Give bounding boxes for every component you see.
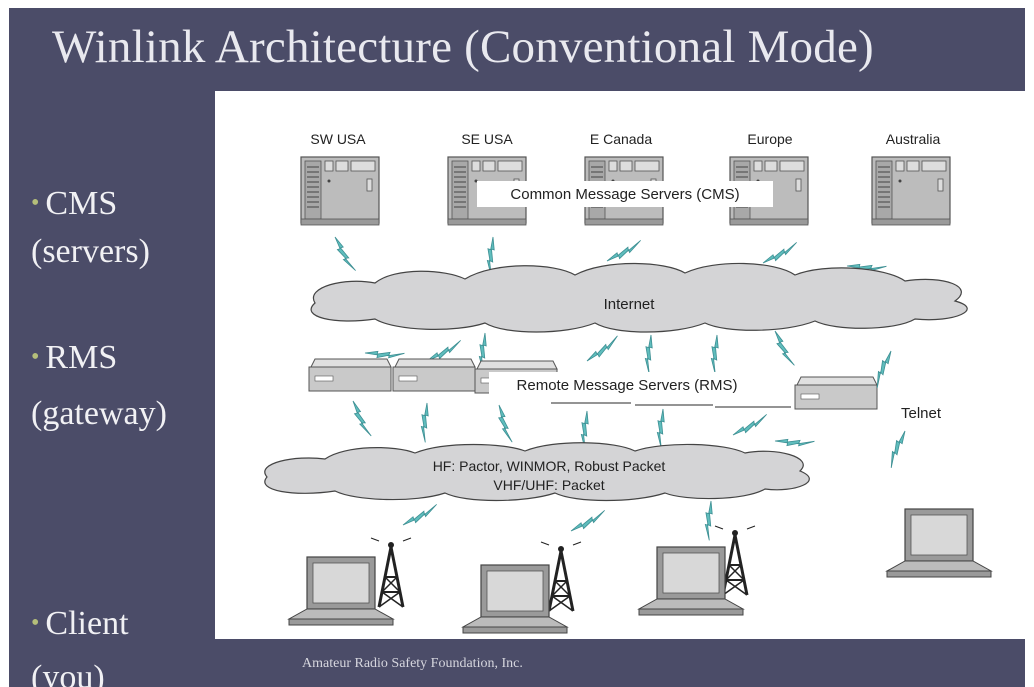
slide: Winlink Architecture (Conventional Mode)… <box>9 8 1025 687</box>
bullet-dot-icon: • <box>31 190 40 217</box>
link-bolt-icon <box>698 334 734 375</box>
bullet-dot-icon: • <box>31 610 40 637</box>
server-location-label: Australia <box>886 131 941 147</box>
internet-cloud <box>310 262 968 333</box>
diagram-canvas: SW USA SE USA E Canada Europe Australia … <box>264 131 992 634</box>
server-location-label: SW USA <box>310 131 366 147</box>
client-laptop-icon <box>288 556 394 626</box>
link-bolt-icon <box>632 334 668 375</box>
cms-label: Common Message Servers (CMS) <box>510 186 739 203</box>
link-bolt-icon <box>764 330 805 366</box>
link-bolt-icon <box>570 500 606 541</box>
slide-title: Winlink Architecture (Conventional Mode) <box>52 21 874 73</box>
rms-gateway-icon <box>308 358 392 392</box>
cms-server-icon <box>871 156 951 226</box>
link-bolt-icon <box>644 408 680 449</box>
telnet-laptop-icon <box>886 508 992 578</box>
radio-line-vhf: VHF/UHF: Packet <box>493 477 604 493</box>
bullet-rms-label: RMS <box>45 339 118 376</box>
server-location-label: SE USA <box>461 131 513 147</box>
link-bolt-icon <box>402 494 438 535</box>
bullet-cms-label: CMS <box>45 185 118 222</box>
cms-label-box <box>477 181 773 207</box>
link-bolt-icon <box>325 236 366 272</box>
server-location-label: E Canada <box>590 131 652 147</box>
server-location-label: Europe <box>747 131 792 147</box>
bullet-rms: •RMS <box>31 338 117 380</box>
link-bolt-icon <box>342 400 383 437</box>
bullet-client-sub: (you) <box>31 659 105 687</box>
architecture-diagram: SW USA SE USA E Canada Europe Australia … <box>215 91 1025 639</box>
footer-credit: Amateur Radio Safety Foundation, Inc. <box>302 656 523 671</box>
internet-label: Internet <box>604 296 656 313</box>
bullet-cms-sub: (servers) <box>31 233 150 270</box>
cms-server-icon <box>300 156 380 226</box>
link-bolt-icon <box>485 404 526 443</box>
link-bolt-icon <box>408 402 444 443</box>
rms-gateway-icon <box>794 376 878 410</box>
bullet-client-label: Client <box>45 605 129 642</box>
bullet-rms-sub: (gateway) <box>31 395 167 432</box>
rms-gateway-icon <box>392 358 476 392</box>
link-bolt-icon <box>732 404 768 445</box>
bullet-cms: •CMS <box>31 184 117 226</box>
radio-cloud <box>264 442 810 502</box>
link-bolt-icon <box>586 328 618 369</box>
link-bolt-icon <box>692 500 728 541</box>
bullet-dot-icon: • <box>31 344 40 371</box>
telnet-label: Telnet <box>901 405 942 422</box>
rms-label: Remote Message Servers (RMS) <box>517 377 738 394</box>
rms-label-box <box>489 372 765 398</box>
link-bolt-icon <box>884 430 912 469</box>
radio-line-hf: HF: Pactor, WINMOR, Robust Packet <box>433 458 666 474</box>
bullet-client: •Client <box>31 604 129 646</box>
radio-tower-icon <box>369 536 413 609</box>
